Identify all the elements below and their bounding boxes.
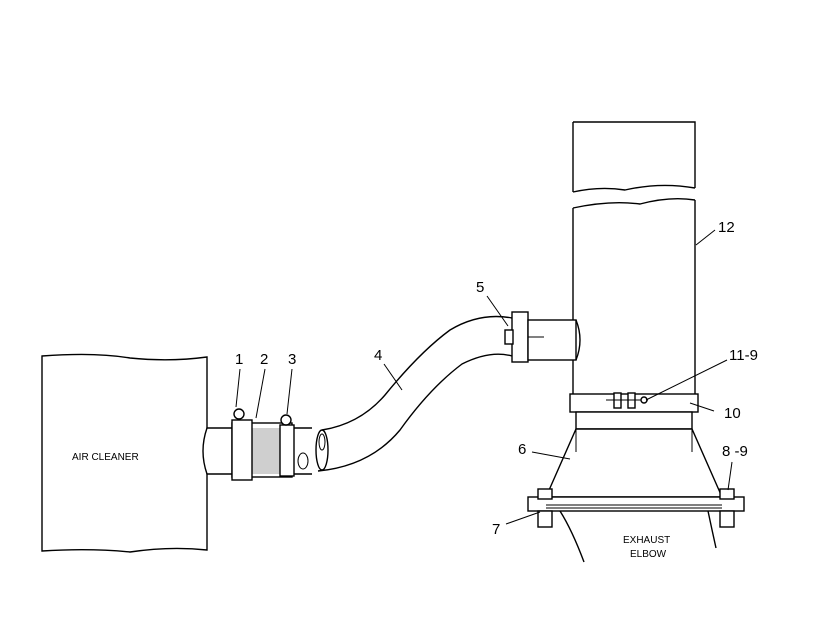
clamp-1-bolt: [233, 408, 245, 420]
air-cleaner-outlet: [202, 427, 236, 475]
callout-6: 6: [518, 441, 526, 458]
air-cleaner-label: AIR CLEANER: [72, 452, 139, 463]
hose-coupling: [231, 408, 312, 481]
callout-5: 5: [476, 279, 484, 296]
upper-stack: [572, 121, 696, 396]
curved-tube: [315, 315, 513, 472]
exhaust-elbow-label-line2: ELBOW: [630, 549, 667, 560]
flange-bolt-right: [719, 488, 735, 500]
callout-12: 12: [718, 219, 735, 236]
clamp-3-bolt: [280, 414, 292, 426]
clamp-1: [231, 419, 253, 481]
callout-4: 4: [374, 347, 382, 364]
pipe-flange: [504, 311, 581, 363]
base-flange: [527, 488, 745, 563]
callout-3: 3: [288, 351, 296, 368]
callout-2: 2: [260, 351, 268, 368]
callout-7: 7: [492, 521, 500, 538]
exhaust-elbow-label-line1: EXHAUST: [623, 535, 670, 546]
callout-11-9: 11-9: [729, 347, 758, 364]
flange-bolt-left: [537, 488, 553, 500]
adapter-cone: [544, 428, 724, 498]
clamp-3: [279, 424, 295, 477]
air-cleaner: AIR CLEANER: [41, 353, 208, 553]
leader-lines: [235, 229, 733, 525]
callout-8-9: 8 -9: [722, 443, 748, 460]
callout-10: 10: [724, 405, 741, 422]
callout-1: 1: [235, 351, 243, 368]
band-clamp: [569, 392, 699, 430]
